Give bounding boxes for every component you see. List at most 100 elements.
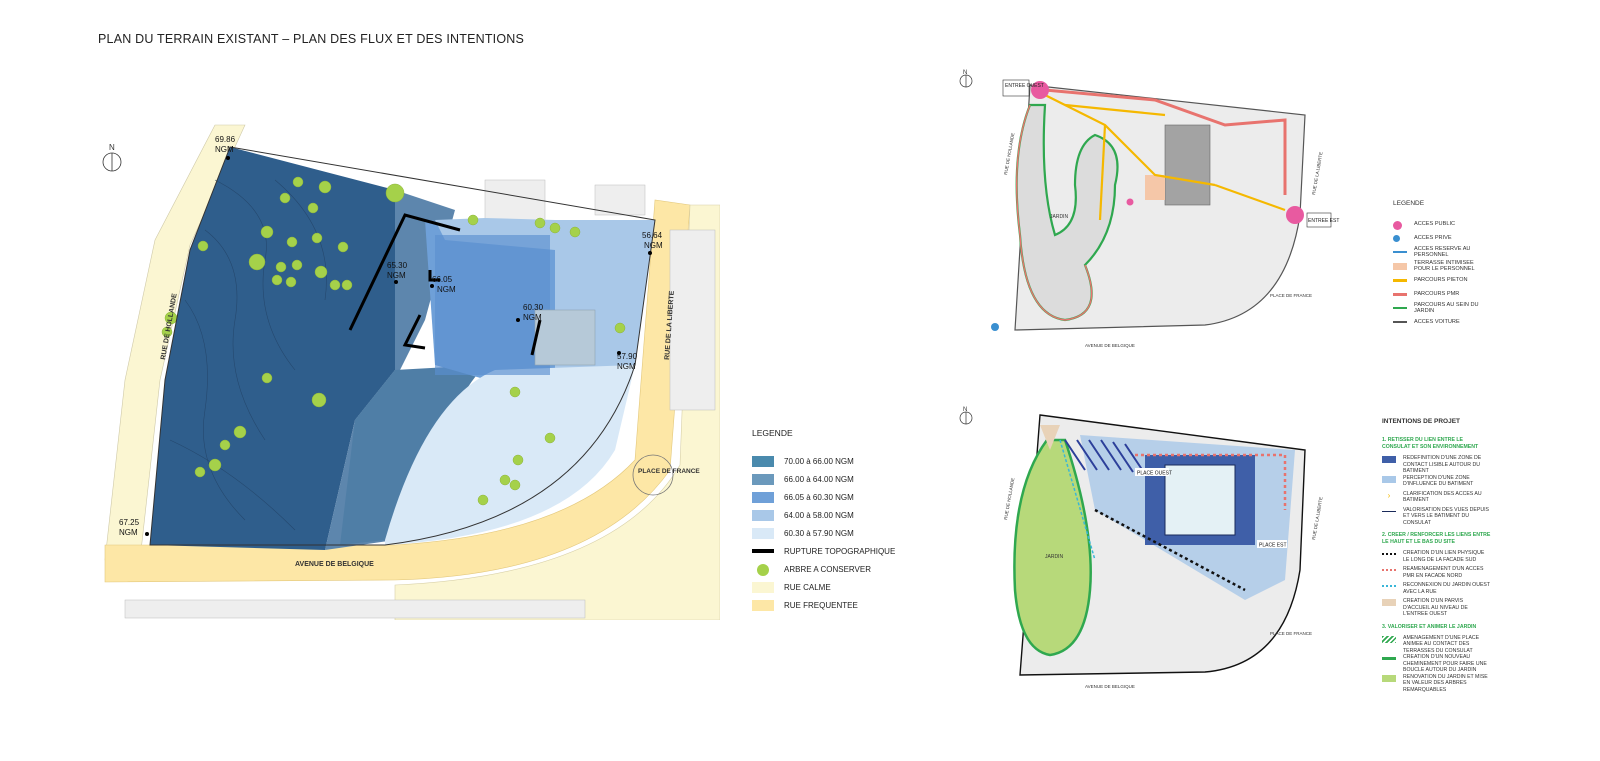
neighbour-block xyxy=(669,229,716,411)
svg-text:N: N xyxy=(109,143,115,152)
flux-pmr-path xyxy=(1015,104,1093,321)
legend-swatch xyxy=(1382,657,1396,660)
legend-item: ACCES RESERVE AU PERSONNEL xyxy=(1393,245,1483,259)
legend-item: 64.00 à 58.00 NGM xyxy=(752,506,895,524)
intent-belgique-label: AVENUE DE BELGIQUE xyxy=(1085,684,1135,689)
legend-section-title: 3. VALORISER ET ANIMER LE JARDIN xyxy=(1382,623,1477,630)
legend-swatch xyxy=(752,509,774,521)
legend-item: ›CLARIFICATION DES ACCES AU BATIMENT xyxy=(1382,491,1502,507)
legend-item: TERRASSE INTIMISEE POUR LE PERSONNEL xyxy=(1393,259,1483,273)
legend-item: ACCES PUBLIC xyxy=(1393,217,1483,231)
tree-icon xyxy=(752,563,774,576)
legend-heading: INTENTIONS DE PROJET xyxy=(1382,418,1461,425)
legend-item: 60.30 à 57.90 NGM xyxy=(752,524,895,542)
trees xyxy=(161,176,626,506)
intent-jardin-label: JARDIN xyxy=(1045,554,1063,560)
intent-building xyxy=(1164,464,1236,536)
site-boundary xyxy=(149,146,656,546)
legend-swatch xyxy=(752,599,774,611)
legend-swatch xyxy=(1393,262,1407,270)
legend-item: 70.00 à 66.00 NGM xyxy=(752,452,895,470)
legend-swatch xyxy=(752,549,774,553)
place-de-france-area xyxy=(394,204,720,620)
legend-swatch xyxy=(1382,585,1396,589)
legend-item: REDEFINITION D'UNE ZONE DE CONTACT LISIB… xyxy=(1382,455,1502,475)
legend-item: RENOVATION DU JARDIN ET MISE EN VALEUR D… xyxy=(1382,674,1502,694)
legend-heading: LEGENDE xyxy=(1393,200,1425,207)
legend-swatch xyxy=(1382,553,1396,557)
place-de-france-roundabout xyxy=(632,454,674,496)
legend-item: CREATION D'UN PARVIS D'ACCUEIL AU NIVEAU… xyxy=(1382,598,1502,618)
legend-item: 66.00 à 64.00 NGM xyxy=(752,470,895,488)
entree-est-label: ENTREE EST xyxy=(1308,218,1339,224)
elevation-label: 66.05 xyxy=(432,275,453,284)
north-arrow-icon: N xyxy=(959,407,973,425)
elevation-label: 67.25 xyxy=(119,518,140,527)
legend-section-title: 2. CREER / RENFORCER LES LIENS ENTRE LE … xyxy=(1382,532,1491,545)
elevation-label: 57.90 xyxy=(617,352,638,361)
neighbour-block xyxy=(124,599,586,619)
legend-item: ACCES PRIVE xyxy=(1393,231,1483,245)
legend-heading: LEGENDE xyxy=(752,428,793,438)
legend-item: REAMENAGEMENT D'UN ACCES PMR EN FACADE N… xyxy=(1382,566,1502,582)
flux-place-france-label: PLACE DE FRANCE xyxy=(1270,293,1312,298)
legend-item: ACCES VOITURE xyxy=(1393,315,1483,329)
entree-ouest-label: ENTREE OUEST xyxy=(1005,83,1044,89)
public-access-icon xyxy=(1286,206,1304,224)
legend-intent: INTENTIONS DE PROJET 1. RETISSER DU LIEN… xyxy=(1382,418,1502,693)
elevation-label: 60.30 xyxy=(523,303,544,312)
legend-flux: LEGENDE ACCES PUBLIC ACCES PRIVE ACCES R… xyxy=(1393,200,1483,329)
consulate-building xyxy=(435,235,550,375)
flux-pedestrian-paths xyxy=(1044,94,1286,221)
svg-text:N: N xyxy=(963,70,967,76)
svg-text:N: N xyxy=(963,407,967,413)
elevation-label: 65.30 xyxy=(387,261,408,270)
legend-item: PARCOURS PIETON xyxy=(1393,273,1483,287)
legend-swatch xyxy=(1393,251,1407,253)
public-access-icon xyxy=(1126,198,1134,206)
legend-item: CREATION D'UN LIEN PHYSIQUE LE LONG DE L… xyxy=(1382,550,1502,566)
main-site-plan: RUE DE HOLLANDE RUE DE LA LIBERTE AVENUE… xyxy=(95,120,720,620)
zone-70-66 xyxy=(150,147,395,550)
legend-item: RUE CALME xyxy=(752,578,895,596)
page-title: PLAN DU TERRAIN EXISTANT – PLAN DES FLUX… xyxy=(98,32,525,46)
legend-item: RUPTURE TOPOGRAPHIQUE xyxy=(752,542,895,560)
intent-place-france-label: PLACE DE FRANCE xyxy=(1270,631,1312,636)
legend-item: ARBRE A CONSERVER xyxy=(752,560,895,578)
neighbour-block xyxy=(594,184,646,216)
elevation-label: 69.86 xyxy=(215,135,236,144)
intent-plan: PLACE OUEST PLACE EST JARDIN PLACE DE FR… xyxy=(985,410,1345,710)
elevation-unit: NGM xyxy=(617,362,636,371)
legend-main: LEGENDE 70.00 à 66.00 NGM 66.00 à 64.00 … xyxy=(752,428,895,614)
intent-garden xyxy=(1013,438,1092,657)
elevation-unit: NGM xyxy=(215,145,234,154)
legend-item: 66.05 à 60.30 NGM xyxy=(752,488,895,506)
legend-swatch xyxy=(1393,292,1407,296)
chevron-icon: › xyxy=(1387,490,1391,500)
contour-lines xyxy=(169,179,327,531)
place-est-label: PLACE EST xyxy=(1259,543,1287,549)
elevation-unit: NGM xyxy=(644,241,663,250)
legend-swatch xyxy=(752,455,774,467)
legend-swatch xyxy=(1382,456,1396,463)
physical-link xyxy=(1094,508,1246,592)
flux-belgique-label: AVENUE DE BELGIQUE xyxy=(1085,343,1135,348)
legend-item: PARCOURS AU SEIN DU JARDIN xyxy=(1393,301,1483,315)
legend-section-title: 1. RETISSER DU LIEN ENTRE LE CONSULAT ET… xyxy=(1382,437,1479,450)
north-arrow-icon: N xyxy=(959,70,973,88)
elevation-unit: NGM xyxy=(437,285,456,294)
private-access-icon xyxy=(1393,234,1407,242)
flux-plan: ENTREE OUEST ENTREE EST JARDIN PLACE DE … xyxy=(985,65,1350,355)
public-access-icon xyxy=(1393,220,1407,230)
legend-item: CREATION D'UN NOUVEAU CHEMINEMENT POUR F… xyxy=(1382,654,1502,674)
zone-60-57 xyxy=(385,365,635,545)
place-ouest-label: PLACE OUEST xyxy=(1137,471,1172,477)
parvis xyxy=(1040,425,1060,450)
legend-item: RUE FREQUENTEE xyxy=(752,596,895,614)
legend-item: RECONNEXION DU JARDIN OUEST AVEC LA RUE xyxy=(1382,582,1502,598)
elevation-unit: NGM xyxy=(119,528,138,537)
street-label-belgique: AVENUE DE BELGIQUE xyxy=(295,561,374,568)
legend-swatch xyxy=(1393,278,1407,282)
legend-item: VALORISATION DES VUES DEPUIS ET VERS LE … xyxy=(1382,507,1502,527)
north-arrow-icon: N xyxy=(102,143,122,172)
